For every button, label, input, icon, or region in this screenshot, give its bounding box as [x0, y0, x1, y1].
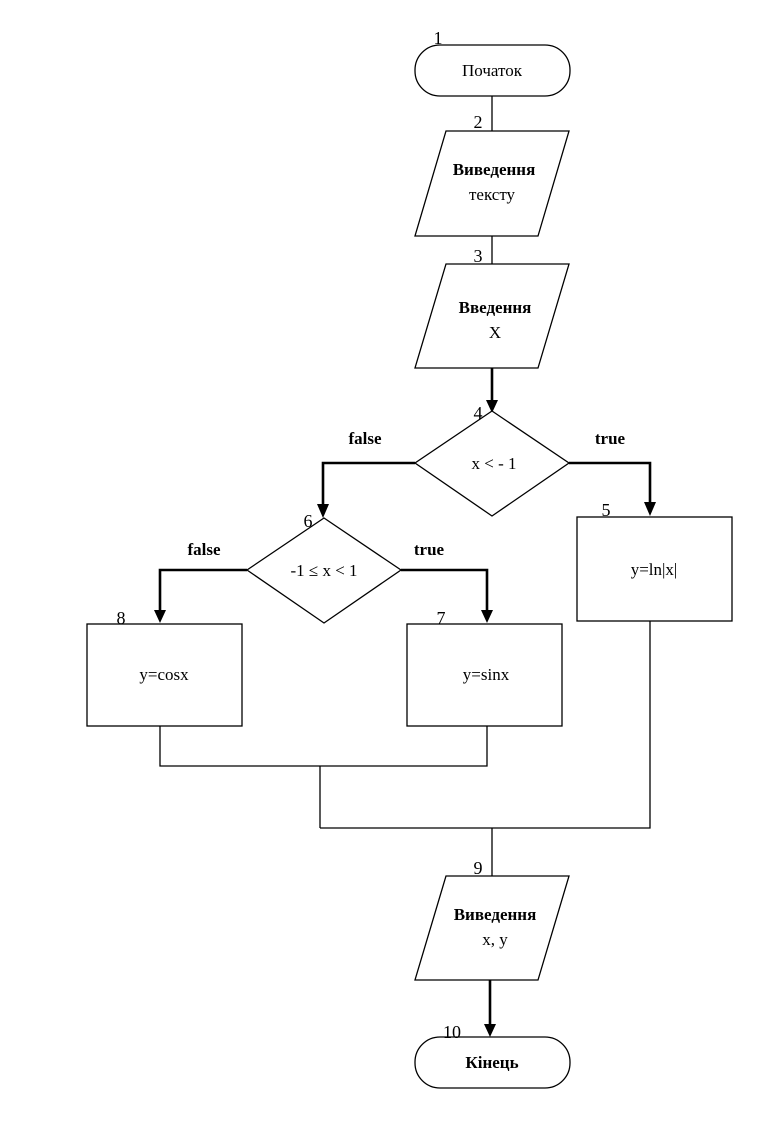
process-ln [576, 516, 733, 622]
block-6-text: -1 ≤ x < 1 [290, 561, 357, 580]
block-8-number: 8 [117, 608, 126, 628]
block-3-text-line-2: X [489, 323, 501, 342]
diamond-decision-6 [245, 517, 403, 624]
block-9-text-line-2: x, y [482, 930, 508, 949]
block-input-x: 3 Введення X [414, 246, 570, 369]
block-4-number: 4 [474, 403, 483, 423]
block-process-ln: 5 y=ln|x| [576, 500, 733, 622]
block-10-text: Кінець [465, 1053, 518, 1072]
block-process-cos: 8 y=cosx [86, 608, 243, 727]
arrow-4-true [644, 502, 656, 516]
block-2-text-line-1: Виведення [453, 160, 536, 179]
connector-4-true [569, 461, 652, 504]
process-cos [86, 623, 243, 727]
parallelogram-input-x [414, 263, 570, 369]
block-2-number: 2 [474, 112, 483, 132]
arrow-6-false [154, 610, 166, 623]
block-5-number: 5 [602, 500, 611, 520]
connector-8-merge [159, 726, 488, 767]
block-1-number: 1 [434, 28, 443, 48]
block-end: 10 Кінець [414, 1022, 571, 1089]
block-7-text: y=sinx [463, 665, 510, 684]
block-3-number: 3 [474, 246, 483, 266]
block-decision-x-less-minus-1: 4 x < - 1 false true [348, 403, 626, 517]
arrow-9-10 [484, 1024, 496, 1037]
block-7-number: 7 [437, 608, 446, 628]
arrow-3-4 [486, 400, 498, 413]
block-output-text: 2 Виведення тексту [414, 112, 570, 237]
block-10-number: 10 [443, 1022, 461, 1042]
connector-6-false [158, 568, 247, 612]
diamond-decision-4 [413, 410, 571, 517]
block-6-number: 6 [304, 511, 313, 531]
branch-label-6-false: false [187, 540, 221, 559]
process-sin [406, 623, 563, 727]
branch-label-4-false: false [348, 429, 382, 448]
terminator-start [414, 44, 571, 97]
arrow-6-true [481, 610, 493, 623]
connector-6-true [401, 568, 489, 612]
block-decision-range: 6 -1 ≤ x < 1 false true [187, 511, 445, 624]
block-output-xy: 9 Виведення x, y [414, 858, 570, 981]
block-5-text: y=ln|x| [631, 560, 678, 579]
parallelogram-output-text [414, 130, 570, 237]
block-9-number: 9 [474, 858, 483, 878]
block-4-text: x < - 1 [472, 454, 517, 473]
terminator-end [414, 1036, 571, 1089]
branch-label-4-true: true [595, 429, 626, 448]
block-1-text: Початок [462, 61, 523, 80]
block-2-text-line-2: тексту [469, 185, 516, 204]
connectors [154, 96, 656, 1037]
block-3-text-line-1: Введення [459, 298, 532, 317]
connector-4-false [321, 461, 415, 506]
block-start: 1 Початок [414, 28, 571, 97]
connector-5-merge [320, 621, 651, 829]
branch-label-6-true: true [414, 540, 445, 559]
parallelogram-output-xy [414, 875, 570, 981]
arrow-4-false [317, 504, 329, 518]
block-9-text-line-1: Виведення [454, 905, 537, 924]
block-process-sin: 7 y=sinx [406, 608, 563, 727]
block-8-text: y=cosx [139, 665, 189, 684]
